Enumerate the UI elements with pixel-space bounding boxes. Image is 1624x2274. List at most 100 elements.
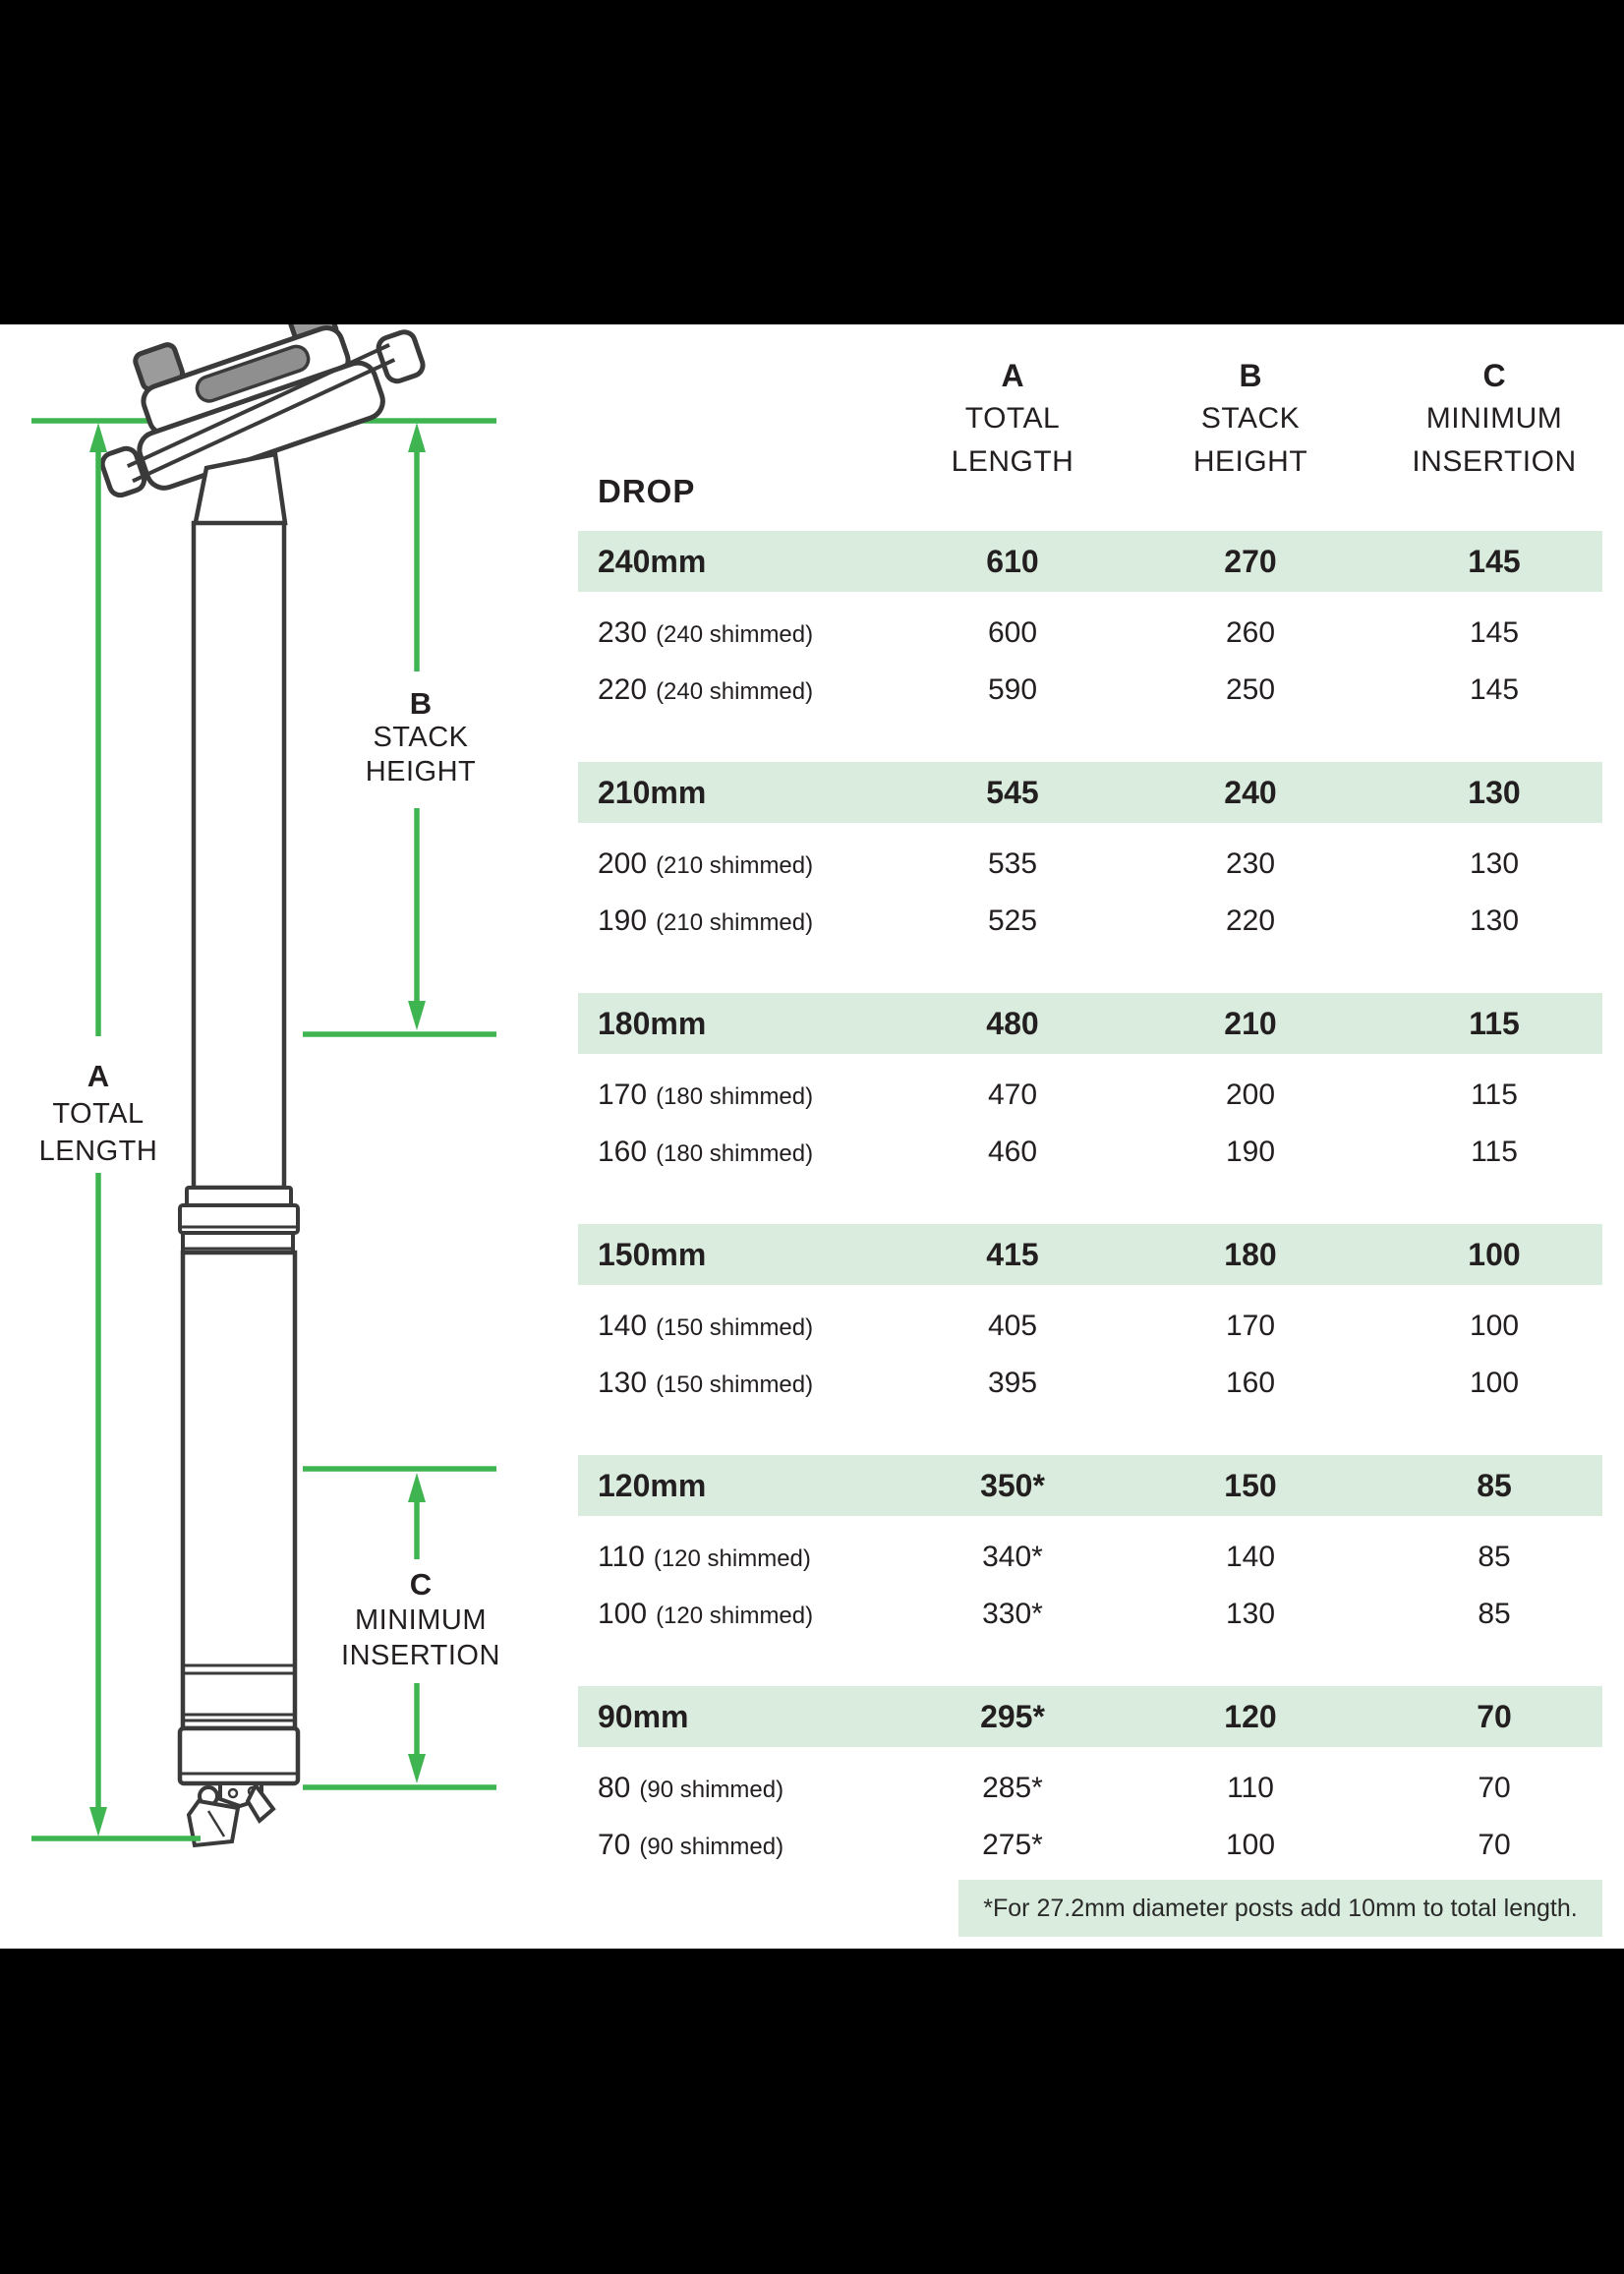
table-row: 110(120 shimmed) 340* 140 85 — [578, 1540, 1602, 1575]
shim-note: (90 shimmed) — [639, 1777, 784, 1803]
table-row: 80(90 shimmed) 285* 110 70 — [578, 1771, 1602, 1806]
minimum-insertion-value: 100 — [1469, 1367, 1520, 1399]
shim-note: (240 shimmed) — [656, 621, 814, 648]
header-minimum-insertion: C MINIMUM INSERTION — [1412, 358, 1577, 478]
stack-height-value: 230 — [1225, 847, 1276, 880]
total-length-value: 415 — [986, 1237, 1039, 1272]
table-row: 220(240 shimmed) 590 250 145 — [578, 672, 1602, 708]
shim-note: (150 shimmed) — [656, 1314, 814, 1341]
shim-note: (120 shimmed) — [653, 1545, 811, 1572]
total-length-value: 295* — [980, 1699, 1045, 1734]
header-total-length: A TOTAL LENGTH — [951, 358, 1074, 478]
total-length-value: 525 — [987, 904, 1038, 937]
stack-height-value: 270 — [1224, 544, 1277, 579]
table-row-highlight: 240mm 610 270 145 — [578, 531, 1602, 592]
stack-height-value: 100 — [1225, 1829, 1276, 1861]
total-length-value: 330* — [982, 1598, 1043, 1630]
total-length-value: 610 — [986, 544, 1039, 579]
minimum-insertion-value: 70 — [1478, 1772, 1511, 1804]
drop-value: 140(150 shimmed) — [598, 1310, 814, 1342]
total-length-value: 470 — [987, 1079, 1038, 1111]
drop-value: 120mm — [598, 1468, 707, 1503]
stack-height-value: 190 — [1225, 1136, 1276, 1168]
stack-height-value: 120 — [1224, 1699, 1277, 1734]
drop-value: 150mm — [598, 1237, 707, 1272]
header-drop: DROP — [598, 473, 696, 509]
drop-value: 230(240 shimmed) — [598, 616, 814, 649]
table-group-210: 210mm 545 240 130 200(210 shimmed) 535 2… — [578, 762, 1602, 959]
stack-height-value: 260 — [1225, 616, 1276, 649]
stack-height-value: 210 — [1224, 1006, 1277, 1041]
total-length-value: 285* — [982, 1772, 1043, 1804]
seatpost-illustration — [99, 324, 426, 1848]
footnote: *For 27.2mm diameter posts add 10mm to t… — [958, 1880, 1602, 1937]
minimum-insertion-value: 130 — [1469, 847, 1520, 880]
stack-height-value: 240 — [1224, 775, 1277, 810]
minimum-insertion-value: 145 — [1469, 673, 1520, 706]
shim-note: (150 shimmed) — [656, 1371, 814, 1398]
label-c-letter: C — [409, 1567, 433, 1602]
drop-value: 70(90 shimmed) — [598, 1829, 784, 1861]
drop-value: 220(240 shimmed) — [598, 673, 814, 706]
stack-height-label: B STACK HEIGHT — [322, 686, 519, 789]
minimum-insertion-label: C MINIMUM INSERTION — [322, 1567, 519, 1673]
stack-height-value: 170 — [1225, 1310, 1276, 1342]
stack-height-value: 140 — [1225, 1541, 1276, 1573]
label-a-letter: A — [87, 1059, 110, 1093]
stack-height-value: 130 — [1225, 1598, 1276, 1630]
drop-value: 100(120 shimmed) — [598, 1598, 814, 1630]
label-b-letter: B — [409, 686, 433, 721]
drop-value: 110(120 shimmed) — [598, 1541, 811, 1573]
stack-height-value: 180 — [1224, 1237, 1277, 1272]
drop-value: 170(180 shimmed) — [598, 1079, 814, 1111]
minimum-insertion-value: 70 — [1478, 1829, 1511, 1861]
shim-note: (210 shimmed) — [656, 909, 814, 936]
table-row: 230(240 shimmed) 600 260 145 — [578, 615, 1602, 651]
total-length-value: 395 — [987, 1367, 1038, 1399]
total-length-value: 480 — [986, 1006, 1039, 1041]
table-row-highlight: 180mm 480 210 115 — [578, 993, 1602, 1054]
total-length-value: 275* — [982, 1829, 1043, 1861]
shim-note: (180 shimmed) — [656, 1083, 814, 1110]
table-group-240: 240mm 610 270 145 230(240 shimmed) 600 2… — [578, 531, 1602, 728]
stack-height-value: 220 — [1225, 904, 1276, 937]
total-length-value: 590 — [987, 673, 1038, 706]
minimum-insertion-value: 145 — [1469, 616, 1520, 649]
total-length-value: 340* — [982, 1541, 1043, 1573]
drop-value: 240mm — [598, 544, 707, 579]
table-group-180: 180mm 480 210 115 170(180 shimmed) 470 2… — [578, 993, 1602, 1190]
minimum-insertion-value: 85 — [1478, 1541, 1511, 1573]
table-row: 170(180 shimmed) 470 200 115 — [578, 1078, 1602, 1113]
total-length-value: 545 — [986, 775, 1039, 810]
drop-value: 130(150 shimmed) — [598, 1367, 814, 1399]
minimum-insertion-value: 130 — [1469, 904, 1520, 937]
total-length-value: 460 — [987, 1136, 1038, 1168]
table-group-90: 90mm 295* 120 70 80(90 shimmed) 285* 110… — [578, 1686, 1602, 1883]
stack-height-value: 150 — [1224, 1468, 1277, 1503]
drop-value: 80(90 shimmed) — [598, 1772, 784, 1804]
stack-height-value: 250 — [1225, 673, 1276, 706]
shim-note: (180 shimmed) — [656, 1140, 814, 1167]
table-group-150: 150mm 415 180 100 140(150 shimmed) 405 1… — [578, 1224, 1602, 1421]
table-row-highlight: 120mm 350* 150 85 — [578, 1455, 1602, 1516]
minimum-insertion-value: 145 — [1468, 544, 1521, 579]
table-header: DROP A TOTAL LENGTH B STACK HEIGHT C MIN… — [578, 354, 1602, 509]
total-length-value: 600 — [987, 616, 1038, 649]
table-row: 160(180 shimmed) 460 190 115 — [578, 1135, 1602, 1170]
table-row: 100(120 shimmed) 330* 130 85 — [578, 1597, 1602, 1632]
table-row: 130(150 shimmed) 395 160 100 — [578, 1366, 1602, 1401]
total-length-label: A TOTAL LENGTH — [0, 1058, 197, 1170]
spec-sheet: B STACK HEIGHT A TOTAL LENGTH C MINIMUM … — [0, 324, 1624, 1949]
minimum-insertion-value: 100 — [1468, 1237, 1521, 1272]
stack-height-value: 110 — [1227, 1772, 1274, 1804]
total-length-value: 405 — [987, 1310, 1038, 1342]
dimension-arrows — [31, 423, 496, 1841]
drop-value: 90mm — [598, 1699, 689, 1734]
table-group-120: 120mm 350* 150 85 110(120 shimmed) 340* … — [578, 1455, 1602, 1652]
shim-note: (90 shimmed) — [639, 1834, 784, 1860]
shim-note: (240 shimmed) — [656, 678, 814, 705]
drop-value: 160(180 shimmed) — [598, 1136, 814, 1168]
shim-note: (210 shimmed) — [656, 852, 814, 879]
seatpost-diagram — [31, 324, 496, 1848]
